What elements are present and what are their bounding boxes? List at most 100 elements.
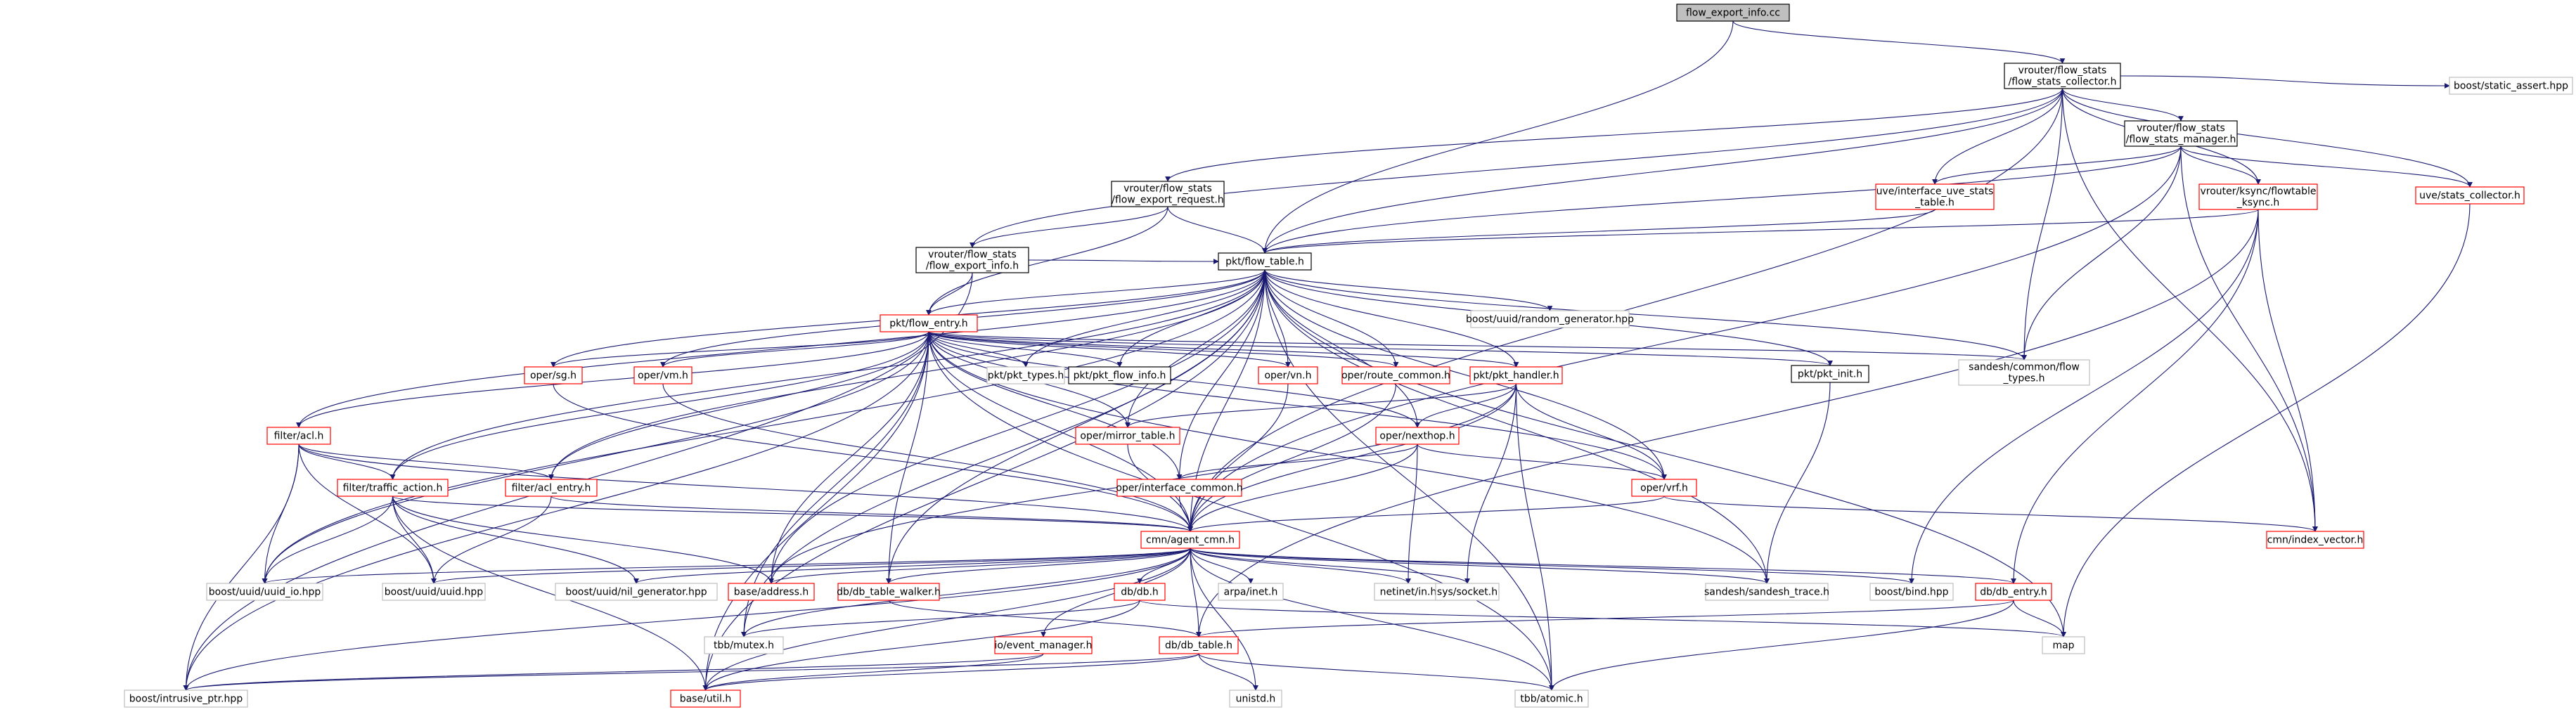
node-db-db-entry-h[interactable]: db/db_entry.h	[1975, 583, 2052, 601]
node-box	[1958, 359, 2090, 386]
node-label: filter/traffic_action.h	[343, 483, 443, 494]
node-box	[2449, 77, 2573, 95]
node-label: oper/vrf.h	[1640, 483, 1688, 494]
edge-n18-n27	[1515, 383, 1667, 480]
node-label: db/db.h	[1121, 587, 1159, 598]
edge-n9-n16	[1264, 269, 1291, 368]
node-io-event-manager-h[interactable]: io/event_manager.h	[994, 636, 1093, 654]
edge-layer	[183, 20, 2473, 691]
node-db-db-table-walker-h[interactable]: db/db_table_walker.h	[837, 583, 941, 601]
node-oper-route-common-h[interactable]: oper/route_common.h	[1341, 366, 1450, 384]
node-boost-static-assert-hpp: boost/static_assert.hpp	[2449, 77, 2573, 95]
edge-n1-n5	[1932, 88, 2063, 185]
node-uve-interface-uve-stats-table-h[interactable]: uve/interface_uve_stats_table.h	[1875, 183, 1995, 210]
node-cmn-agent-cmn-h[interactable]: cmn/agent_cmn.h	[1140, 531, 1240, 549]
node-oper-sg-h[interactable]: oper/sg.h	[524, 366, 583, 384]
node-box	[1975, 583, 2052, 601]
node-label: vrouter/flow_stats	[1123, 183, 1212, 195]
edge-n1-n28	[2061, 88, 2318, 532]
edge-n10-n20	[928, 331, 2027, 361]
edge-n1-n4	[1165, 88, 2063, 182]
edge-n17-n29	[1187, 383, 1397, 532]
node-box	[266, 427, 331, 445]
node-box	[1218, 583, 1284, 601]
node-pkt-flow-table-h[interactable]: pkt/flow_table.h	[1218, 252, 1312, 271]
node-pkt-pkt-types-h: pkt/pkt_types.h	[986, 366, 1065, 384]
node-label: pkt/flow_entry.h	[889, 318, 967, 330]
edge-n10-n21	[296, 331, 929, 428]
node-box	[1229, 690, 1282, 708]
node-box	[837, 583, 940, 601]
node-box	[1374, 583, 1443, 601]
node-boost-uuid-uuid-io-hpp: boost/uuid/uuid_io.hpp	[206, 583, 323, 601]
node-pkt-flow-entry-h[interactable]: pkt/flow_entry.h	[880, 314, 978, 332]
node-label: filter/acl_entry.h	[512, 483, 591, 494]
node-vrouter-flow-stats-flow-export-request-h[interactable]: vrouter/flow_stats/flow_export_request.h	[1111, 181, 1225, 207]
node-box	[704, 636, 784, 654]
node-label: oper/sg.h	[530, 370, 577, 382]
edge-n29-n47	[702, 548, 1191, 691]
node-filter-acl-entry-h[interactable]: filter/acl_entry.h	[505, 479, 598, 497]
edge-n9-n21	[296, 269, 1266, 428]
edge-n2-n6	[2180, 145, 2261, 185]
node-filter-acl-h[interactable]: filter/acl.h	[266, 427, 331, 445]
edge-n1-n29	[1187, 88, 2063, 532]
edge-n21-n29	[298, 444, 1193, 532]
node-db-db-h[interactable]: db/db.h	[1114, 583, 1166, 601]
edge-n43-n46	[183, 653, 1044, 691]
node-label: _table.h	[1914, 198, 1954, 209]
node-vrouter-flow-stats-flow-export-info-h[interactable]: vrouter/flow_stats/flow_export_info.h	[915, 247, 1029, 273]
node-oper-vm-h[interactable]: oper/vm.h	[633, 366, 693, 384]
edge-n1-n2	[2061, 88, 2184, 122]
node-sandesh-sandesh-trace-h: sandesh/sandesh_trace.h	[1704, 583, 1829, 601]
node-pkt-pkt-handler-h[interactable]: pkt/pkt_handler.h	[1469, 366, 1563, 384]
edge-n29-n38	[1190, 548, 1470, 584]
node-label: tbb/mutex.h	[714, 640, 774, 652]
node-box	[994, 636, 1093, 654]
node-label: db/db_table.h	[1165, 640, 1232, 652]
node-oper-vrf-h[interactable]: oper/vrf.h	[1631, 479, 1697, 497]
node-vrouter-flow-stats-flow-stats-collector-h[interactable]: vrouter/flow_stats/flow_stats_collector.…	[2004, 63, 2121, 89]
edge-n18-n23	[1415, 383, 1517, 428]
node-label: uve/interface_uve_stats	[1876, 186, 1994, 198]
node-vrouter-ksync-flowtable-ksync-h[interactable]: vrouter/ksync/flowtable_ksync.h	[2198, 183, 2318, 210]
node-base-address-h[interactable]: base/address.h	[728, 583, 815, 601]
node-label: oper/nexthop.h	[1379, 431, 1455, 442]
node-filter-traffic-action-h[interactable]: filter/traffic_action.h	[337, 479, 449, 497]
node-label: boost/uuid/uuid_io.hpp	[209, 587, 321, 598]
node-label: io/event_manager.h	[994, 640, 1092, 652]
edge-n23-n29	[1187, 444, 1418, 532]
edge-n10-n47	[702, 331, 929, 691]
edge-n2-n9	[1262, 145, 2182, 254]
edge-n29-n44	[1190, 548, 1202, 637]
node-vrouter-flow-stats-flow-stats-manager-h[interactable]: vrouter/flow_stats/flow_stats_manager.h	[2124, 120, 2238, 147]
edge-n10-n30	[262, 331, 929, 584]
node-base-util-h[interactable]: base/util.h	[670, 690, 741, 708]
edge-n9-n27	[1264, 269, 1667, 480]
node-pkt-pkt-flow-info-h[interactable]: pkt/pkt_flow_info.h	[1068, 366, 1171, 384]
edge-n10-n25	[548, 331, 929, 480]
edge-n41-n44	[1196, 600, 2014, 637]
node-oper-interface-common-h[interactable]: oper/interface_common.h	[1116, 479, 1243, 497]
node-oper-vn-h[interactable]: oper/vn.h	[1258, 366, 1318, 384]
node-box	[1869, 583, 1954, 601]
node-box	[524, 366, 583, 384]
node-oper-mirror-table-h[interactable]: oper/mirror_table.h	[1075, 427, 1180, 445]
edge-n24-n31	[392, 496, 437, 584]
node-flow-export-info-cc[interactable]: flow_export_info.cc	[1676, 4, 1790, 22]
node-box	[1114, 583, 1166, 601]
node-box	[1435, 583, 1500, 601]
node-oper-nexthop-h[interactable]: oper/nexthop.h	[1375, 427, 1460, 445]
edge-n1-n3	[2120, 75, 2450, 89]
node-boost-uuid-uuid-hpp: boost/uuid/uuid.hpp	[382, 583, 486, 601]
node-cmn-index-vector-h[interactable]: cmn/index_vector.h	[2266, 531, 2364, 549]
edge-n29-n48	[1190, 548, 1258, 691]
node-box	[633, 366, 693, 384]
edge-n6-n28	[2258, 209, 2318, 532]
node-pkt-pkt-init-h[interactable]: pkt/pkt_init.h	[1791, 365, 1869, 383]
edge-n13-n29	[662, 383, 1193, 532]
node-db-db-table-h[interactable]: db/db_table.h	[1159, 636, 1239, 654]
edge-n29-n34	[886, 548, 1191, 584]
node-uve-stats-collector-h[interactable]: uve/stats_collector.h	[2415, 186, 2525, 205]
node-label: pkt/pkt_init.h	[1798, 369, 1862, 380]
